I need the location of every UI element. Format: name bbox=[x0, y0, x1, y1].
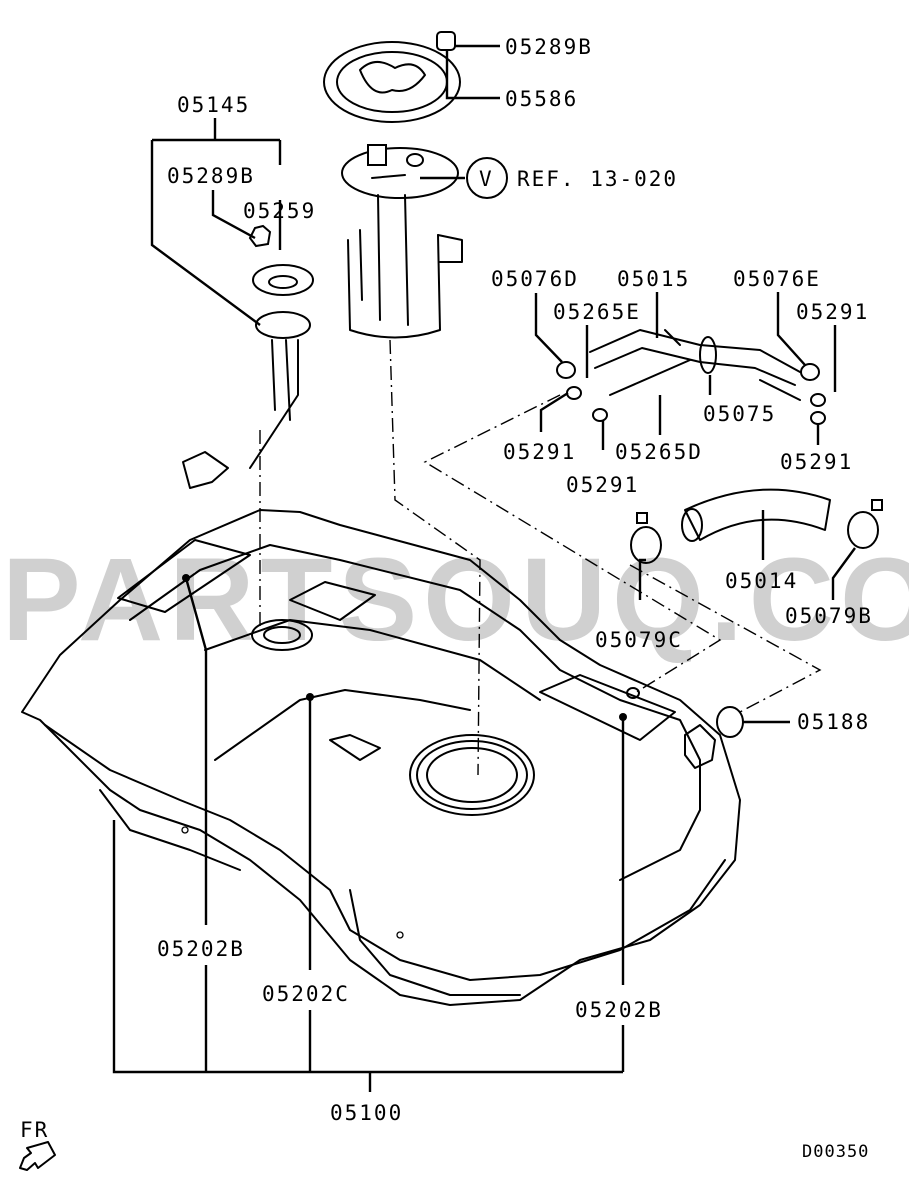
label-band-left[interactable]: 05291 bbox=[503, 440, 576, 464]
label-hose-e[interactable]: 05265E bbox=[553, 300, 641, 324]
label-sender-assy[interactable]: 05145 bbox=[177, 93, 250, 117]
watermark: PARTSOUQ.COM bbox=[2, 534, 909, 666]
direction-label: FR bbox=[20, 1118, 49, 1142]
label-nut-top[interactable]: 05289B bbox=[505, 35, 593, 59]
diagram-code: D00350 bbox=[802, 1142, 869, 1162]
front-arrow-icon bbox=[19, 1141, 56, 1171]
label-grommet[interactable]: 05075 bbox=[703, 402, 776, 426]
label-nut-sender[interactable]: 05289B bbox=[167, 164, 255, 188]
label-tank[interactable]: 05100 bbox=[330, 1101, 403, 1125]
label-band-center[interactable]: 05291 bbox=[566, 473, 639, 497]
label-clip-right[interactable]: 05076E bbox=[733, 267, 821, 291]
label-clip-left[interactable]: 05076D bbox=[491, 267, 579, 291]
fuel-sender-drawing bbox=[182, 224, 314, 489]
label-band-right-bottom[interactable]: 05291 bbox=[780, 450, 853, 474]
label-band-right-top[interactable]: 05291 bbox=[796, 300, 869, 324]
label-ring-top[interactable]: 05586 bbox=[505, 87, 578, 111]
reference-text[interactable]: REF. 13-020 bbox=[517, 167, 678, 191]
label-filler-pipe[interactable]: 05015 bbox=[617, 267, 690, 291]
label-pad-center[interactable]: 05202C bbox=[262, 982, 350, 1006]
label-clamp-right[interactable]: 05079B bbox=[785, 604, 873, 628]
label-gasket-sender[interactable]: 05259 bbox=[243, 199, 316, 223]
fuel-tank-drawing bbox=[21, 509, 741, 1006]
fuel-pump-module-drawing bbox=[323, 31, 463, 339]
label-cap-ring[interactable]: 05188 bbox=[797, 710, 870, 734]
label-pad-right[interactable]: 05202B bbox=[575, 998, 663, 1022]
label-filler-hose[interactable]: 05014 bbox=[725, 569, 798, 593]
label-pad-left[interactable]: 05202B bbox=[157, 937, 245, 961]
label-clamp-left[interactable]: 05079C bbox=[595, 628, 683, 652]
leader-lines bbox=[112, 44, 856, 1092]
label-hose-d[interactable]: 05265D bbox=[615, 440, 703, 464]
reference-symbol: V bbox=[479, 167, 494, 191]
reference-circle bbox=[466, 157, 508, 199]
